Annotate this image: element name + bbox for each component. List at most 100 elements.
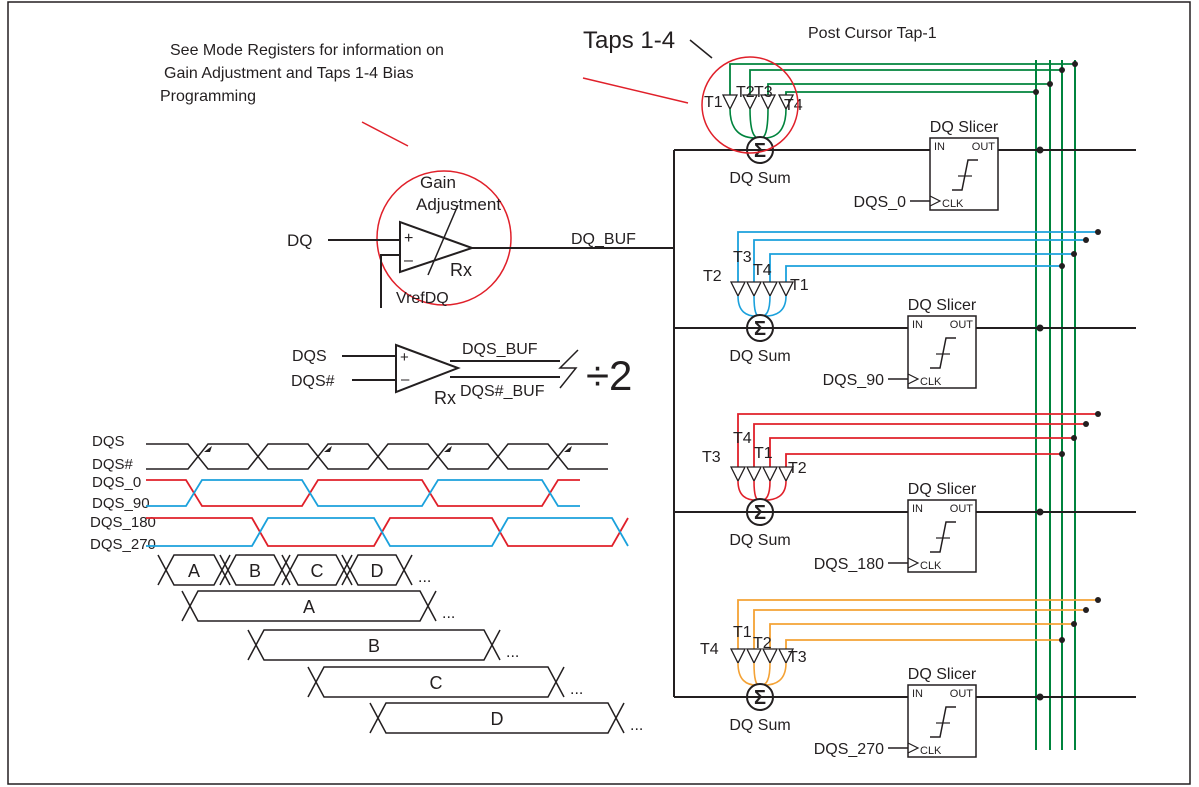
slicer-clk-label: CLK: [942, 198, 964, 210]
timing-dqs270-label: DQS_270: [90, 536, 156, 553]
tap-label: T4: [753, 262, 772, 279]
short-data-cell-1-label: B: [249, 561, 261, 581]
tap-feedback-line-3-2: [769, 623, 1074, 649]
note-pointer-line: [361, 121, 409, 147]
output-junction-dot: [1036, 693, 1044, 701]
tap-feedback-line-2-2: [769, 437, 1074, 467]
dq-sum-label: DQ Sum: [729, 170, 790, 187]
tap-feedback-line-3-3: [785, 639, 1062, 649]
slicer-clock-label: DQS_90: [823, 372, 884, 389]
slicer-transfer-icon: [930, 337, 956, 369]
slicer-clock-label: DQS_0: [854, 194, 907, 211]
tap-buffer-icon: [777, 466, 795, 483]
dqs-buf-label: DQS_BUF: [462, 341, 538, 358]
tap-feedback-line-1-3: [785, 265, 1062, 282]
tap-to-sum-line: [729, 108, 761, 139]
slicer-in-label: IN: [912, 319, 923, 331]
clock-input-icon: [907, 742, 920, 754]
strobe-minus: –: [401, 371, 410, 388]
tap-feedback-line-0-0: [729, 63, 1075, 95]
vref-label: VrefDQ: [396, 290, 449, 307]
dq-slicer-title: DQ Slicer: [930, 119, 999, 136]
tap-feedback-line-1-0: [737, 231, 1098, 282]
short-data-cell-0-label: A: [188, 561, 200, 581]
tap-junction-dot: [1083, 421, 1089, 427]
tap-to-sum-line: [759, 480, 787, 501]
tap-label: T1: [754, 445, 773, 462]
gain-label-2: Adjustment: [416, 195, 501, 214]
tap-feedback-line-2-0: [737, 413, 1098, 467]
tap-buffer-icon: [777, 648, 795, 665]
divide-by-two: ÷2: [586, 352, 632, 399]
timing-dqs90-label: DQS_90: [92, 495, 150, 512]
tap-to-sum-line: [759, 108, 787, 139]
short-data-cell-0: [157, 554, 231, 586]
tap-buffer-icon: [761, 466, 779, 483]
short-data-cell-3-label: D: [371, 561, 384, 581]
tap-junction-dot: [1071, 251, 1077, 257]
tap-buffer-icon: [741, 94, 759, 111]
strobe-amplifier: [395, 343, 461, 394]
slicer-clk-label: CLK: [920, 745, 942, 757]
dq-sum-label: DQ Sum: [729, 717, 790, 734]
dqs-edge-arrow: [204, 446, 212, 452]
slicer-in-label: IN: [934, 141, 945, 153]
timing-dqs0-label: DQS_0: [92, 474, 141, 491]
timing-waves: [146, 443, 629, 547]
dqs-waveform: [146, 443, 608, 470]
slicer-out-label: OUT: [950, 319, 974, 331]
long-row-ellipsis-3: ...: [630, 717, 643, 734]
output-junction-dot: [1036, 324, 1044, 332]
output-junction-dot: [1036, 508, 1044, 516]
tap-label: T2: [703, 268, 722, 285]
gain-highlight-circle: [376, 170, 512, 306]
tap-label: T3: [788, 649, 807, 666]
tap-label: T2: [753, 635, 772, 652]
short-data-cell-1: [219, 554, 291, 586]
note-line-2: Gain Adjustment and Taps 1-4 Bias: [164, 65, 414, 82]
timing-dqs180-label: DQS_180: [90, 514, 156, 531]
long-data-cell-1: [247, 629, 501, 661]
tap-buffer-icon: [729, 466, 747, 483]
tap-buffer-icon: [721, 94, 739, 111]
tap-to-sum-line: [753, 480, 761, 501]
note-line-3: Programming: [160, 88, 256, 105]
rx-label: Rx: [450, 260, 472, 280]
dqs180-waveform: [146, 517, 629, 547]
tap-label: T1: [733, 624, 752, 641]
tap-feedback-line-3-0: [737, 599, 1098, 649]
tap-label: T4: [733, 430, 752, 447]
tap-to-sum-line: [759, 662, 771, 686]
tap-buffer-icon: [745, 648, 763, 665]
slicer-transfer-icon: [930, 706, 956, 738]
tap-label: T2: [736, 84, 755, 101]
slicer-out-label: OUT: [972, 141, 996, 153]
tap-label: T2: [788, 460, 807, 477]
tap-feedback-line-2-3: [785, 453, 1062, 467]
dq-slicer-title: DQ Slicer: [908, 297, 977, 314]
dq-sum-label: DQ Sum: [729, 532, 790, 549]
long-data-cell-0: [181, 590, 437, 622]
tap-label: T4: [784, 97, 803, 114]
tap-buffer-icon: [745, 466, 763, 483]
tap-buffer-icon: [729, 648, 747, 665]
slicer-transfer-icon: [930, 521, 956, 553]
dq-slicer-box: [907, 315, 977, 389]
tap-junction-dot: [1072, 61, 1078, 67]
tap-junction-dot: [1095, 411, 1101, 417]
dqs0-waveform: [146, 479, 580, 507]
gain-adjust-slash: [427, 204, 459, 276]
long-row-ellipsis-0: ...: [442, 605, 455, 622]
tap-junction-dot: [1071, 435, 1077, 441]
strobe-plus: +: [400, 349, 409, 366]
dq-input-label: DQ: [287, 231, 313, 250]
short-data-cell-2-label: C: [311, 561, 324, 581]
gain-label-1: Gain: [420, 173, 456, 192]
